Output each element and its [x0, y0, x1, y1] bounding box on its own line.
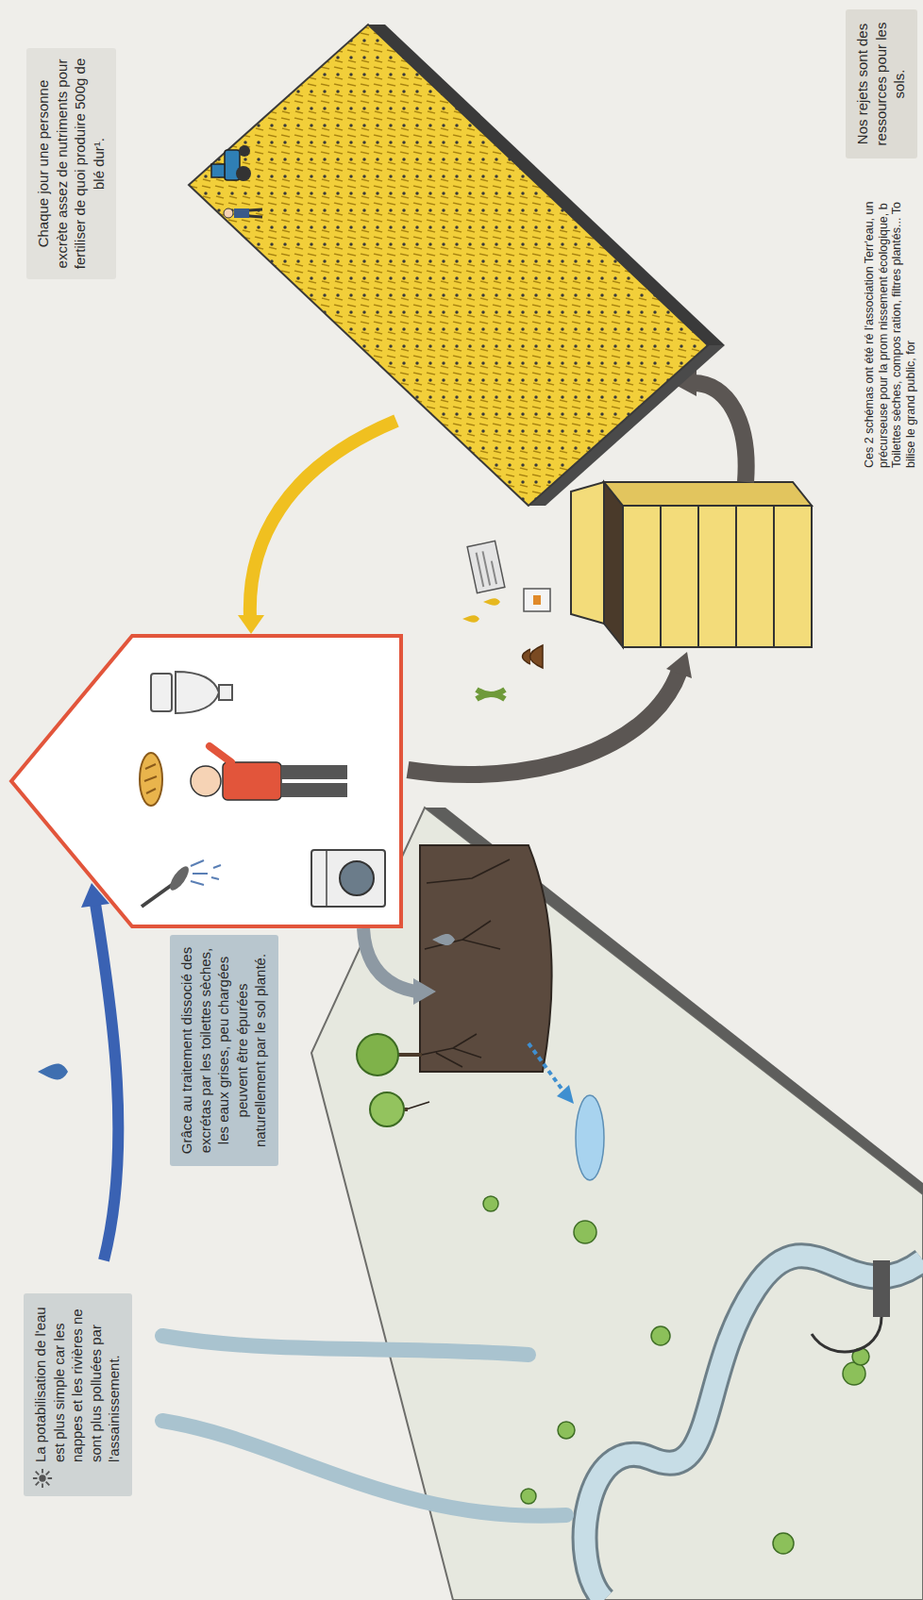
waste-arrow [407, 671, 680, 775]
farmer [223, 208, 263, 219]
water-drop [37, 1064, 68, 1081]
text-box: Chaque jour une personne excrète assez d… [26, 48, 117, 280]
shower [141, 860, 221, 907]
box-text: La potabilisation de l'eau est plus simp… [31, 1303, 124, 1463]
water-arrow [95, 904, 118, 1261]
water-drop [432, 934, 455, 946]
house [11, 636, 402, 927]
river-bank [585, 1256, 923, 1600]
river [585, 1256, 923, 1600]
arrow-head [413, 978, 437, 1006]
sun-icon [32, 1468, 53, 1490]
pipe [872, 1260, 890, 1318]
greywater-arrow [363, 928, 416, 992]
bread [139, 753, 163, 806]
wheat-field [188, 24, 708, 506]
arrow-head [556, 1085, 574, 1105]
trees [356, 1034, 422, 1127]
text-box: Nos rejets sont des ressources pour les … [845, 9, 918, 159]
water-flow [162, 1421, 567, 1517]
groundwater [575, 1095, 605, 1181]
bushes [483, 1196, 870, 1555]
hose [811, 1317, 882, 1353]
box-text: Grâce au traitement dissocié des excréta… [177, 944, 270, 1158]
arrow-head [237, 615, 265, 635]
body-text: Ces 2 schémas ont été ré l'association T… [862, 194, 918, 469]
person [190, 746, 348, 801]
infiltration-arrow [528, 1043, 565, 1093]
text-box: Grâce au traitement dissocié des excréta… [169, 935, 279, 1167]
waste-items [462, 540, 551, 700]
toilet [151, 671, 233, 714]
box-text: Chaque jour une personne excrète assez d… [33, 57, 108, 270]
tractor [211, 145, 252, 182]
compost-arrow [693, 383, 747, 483]
roots [405, 859, 510, 1110]
text-box: La potabilisation de l'eau est plus simp… [23, 1293, 133, 1497]
box-text: Nos rejets sont des ressources pour les … [853, 18, 909, 150]
soil-section [419, 845, 553, 1073]
arrow-head [666, 652, 692, 679]
land [311, 807, 923, 1600]
water-flow [162, 1336, 529, 1356]
food-arrow [250, 420, 397, 618]
washing-machine [311, 850, 386, 907]
compost-crate [570, 482, 812, 648]
